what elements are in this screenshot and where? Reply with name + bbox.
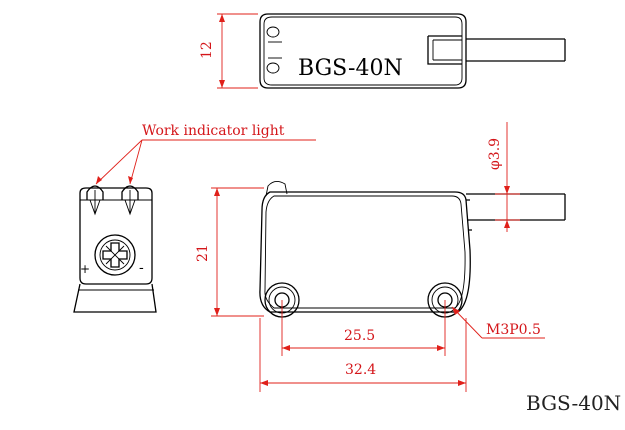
- top-indicator-light-2: [266, 62, 280, 74]
- top-view: BGS-40N: [259, 13, 566, 89]
- front-view-body: [259, 191, 471, 313]
- top-marking-text: BGS-40N: [298, 56, 403, 81]
- front-view: [259, 181, 566, 318]
- dim-height-top-label: 12: [199, 41, 215, 59]
- dim-hole-spacing: 25.5: [281, 300, 446, 356]
- minus-sign: -: [139, 260, 144, 276]
- dim-height-top: 12: [199, 13, 258, 89]
- dim-height-front-label: 21: [195, 244, 211, 262]
- dim-overall-length: 32.4: [259, 318, 467, 392]
- indicator-light-2: [121, 185, 139, 200]
- adjust-screw-inner: [99, 239, 131, 271]
- end-view-body: [79, 187, 153, 285]
- thread-callout-label: M3P0.5: [486, 322, 541, 338]
- end-view-cable-exit: [73, 283, 157, 313]
- front-top-bump: [265, 181, 288, 197]
- thread-callout: M3P0.5: [451, 306, 545, 339]
- top-indicator-light-1: [266, 26, 280, 38]
- indicator-light-1: [86, 185, 104, 200]
- dim-cable-diameter-label: φ3.9: [487, 138, 503, 170]
- top-view-body: [259, 13, 467, 89]
- plus-sign: +: [80, 262, 90, 276]
- dim-cable-diameter: φ3.9: [487, 122, 520, 232]
- adjust-screw-outer: [94, 234, 136, 276]
- dim-height-front: 21: [195, 187, 264, 317]
- end-view: + -: [73, 185, 157, 313]
- top-cable-gland: [427, 35, 462, 65]
- indicator-label: Work indicator light: [142, 123, 285, 139]
- top-view-inner-outline: [263, 16, 463, 86]
- model-label: BGS-40N: [526, 391, 621, 415]
- dim-hole-spacing-label: 25.5: [344, 328, 375, 344]
- indicator-annotation: Work indicator light: [95, 123, 316, 185]
- dim-overall-length-label: 32.4: [345, 362, 376, 378]
